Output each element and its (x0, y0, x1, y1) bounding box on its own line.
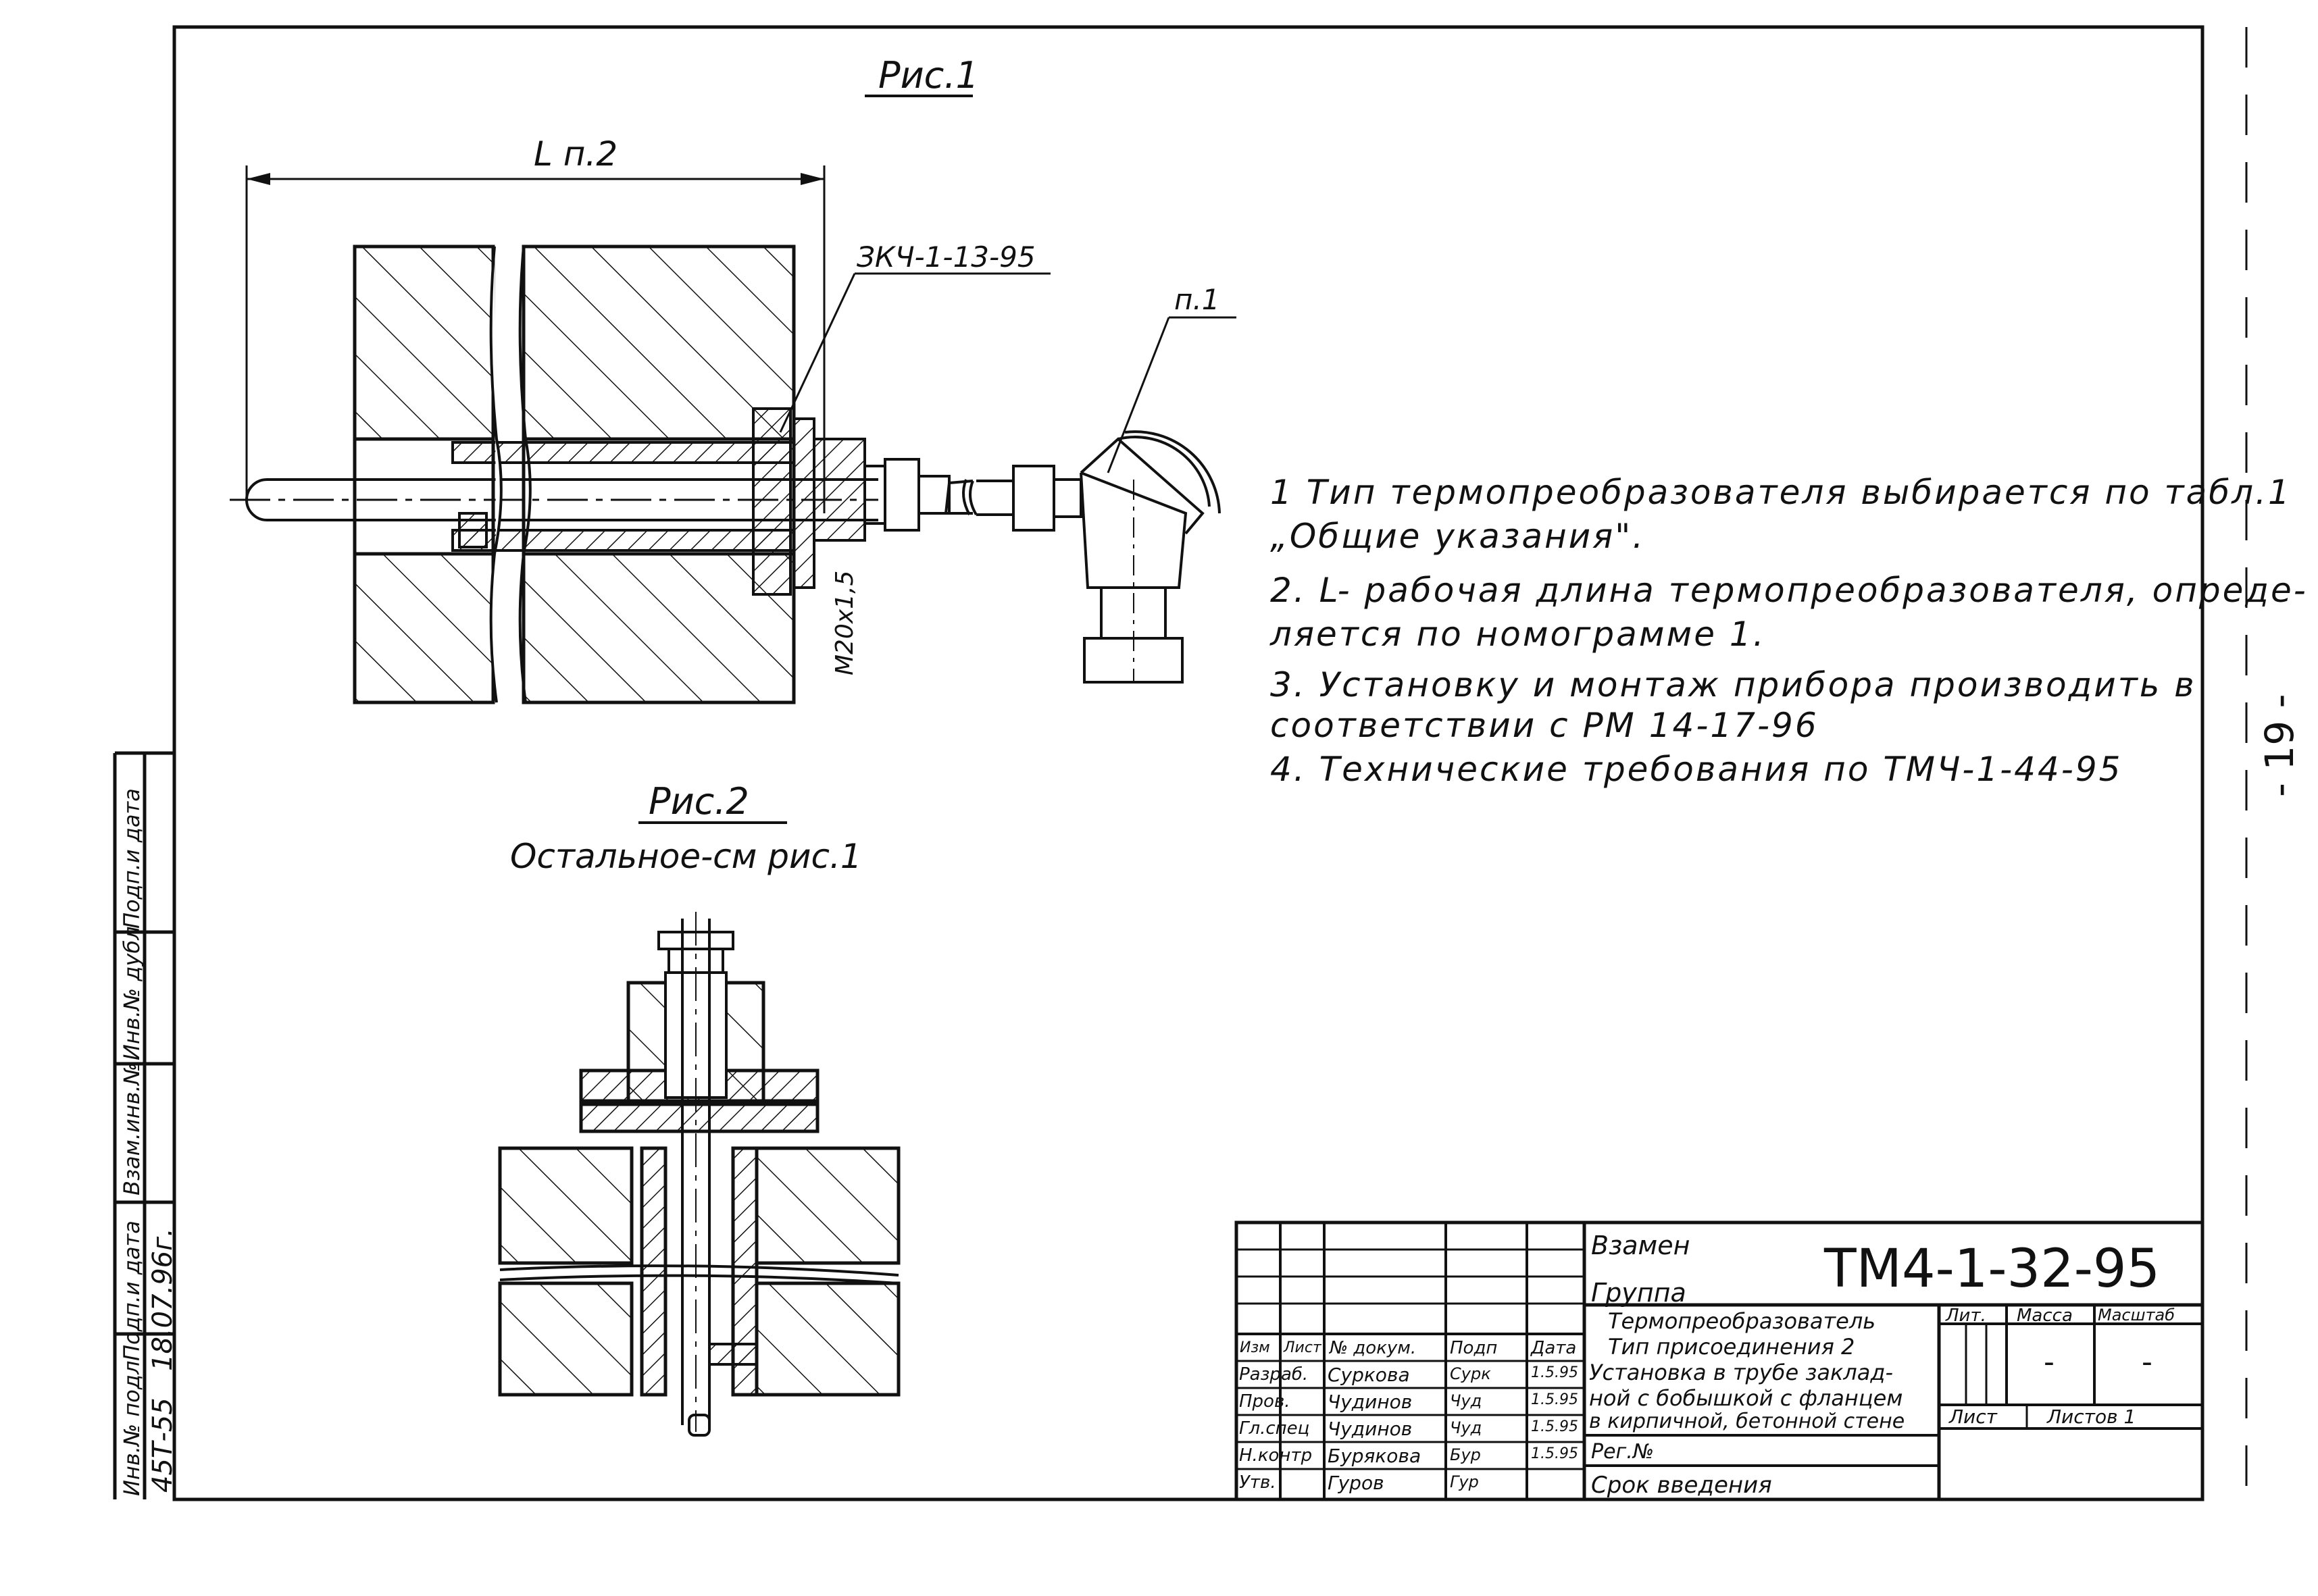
tb-row-sign: Сурк (1450, 1364, 1491, 1383)
tb-mass-label: Масса (2017, 1306, 2073, 1326)
tb-row-role: Пров. (1239, 1391, 1290, 1412)
tb-title-line-1: Термопреобразователь (1608, 1308, 1876, 1334)
note-line-7: 4. Технические требования по ТМЧ-1-44-95 (1270, 750, 2123, 789)
tb-col-sign: Подп (1450, 1338, 1498, 1358)
tb-intro-label: Срок введения (1591, 1472, 1772, 1499)
fig2-subtitle: Остальное-см рис.1 (510, 837, 862, 876)
note-line-6: соответствии с РМ 14-17-96 (1270, 706, 1819, 745)
tb-row-name: Чудинов (1328, 1391, 1413, 1413)
tb-row-name: Гуров (1328, 1472, 1384, 1494)
tb-row-sign: Бур (1450, 1445, 1481, 1464)
tb-scale-label: Масштаб (2098, 1306, 2175, 1324)
tb-row-role: Гл.спец (1239, 1418, 1310, 1439)
tb-row-sign: Чуд (1450, 1391, 1482, 1410)
tb-col-docnum: № докум. (1330, 1338, 1417, 1358)
note-line-2: „Общие указания". (1270, 517, 1646, 556)
tb-title-line-4: ной с бобышкой с фланцем (1589, 1385, 1903, 1411)
tb-mass-value: - (2044, 1345, 2055, 1379)
strip-label-inv-orig: Инв.№ подл (119, 1360, 145, 1496)
tb-row-date: 1.5.95 (1531, 1391, 1578, 1408)
tb-col-sheet: Лист (1284, 1339, 1321, 1356)
tb-title-line-3: Установка в трубе заклад- (1589, 1360, 1894, 1385)
strip-label-sign-date-1: Подп.и дата (119, 1220, 145, 1361)
tb-col-date: Дата (1531, 1338, 1577, 1358)
tb-row-name: Чудинов (1328, 1418, 1413, 1440)
title-block (1234, 1220, 2204, 1501)
fig1-ref-zku: ЗКЧ-1-13-95 (857, 240, 1036, 274)
tb-row-date: 1.5.95 (1531, 1418, 1578, 1435)
tb-row-role: Разраб. (1239, 1364, 1309, 1385)
tb-reg-label: Рег.№ (1591, 1440, 1655, 1464)
tb-sheets-label: Листов 1 (2047, 1406, 2136, 1428)
tb-replaces-label: Взамен (1591, 1231, 1690, 1260)
tb-row-name: Суркова (1328, 1364, 1410, 1386)
fig1-dimension-label: L п.2 (534, 134, 618, 174)
note-line-3: 2. L- рабочая длина термопреобразователя… (1270, 571, 2308, 610)
note-line-1: 1 Тип термопреобразователя выбирается по… (1270, 473, 2292, 512)
tb-row-name: Бурякова (1328, 1445, 1421, 1467)
fig1-ref-p1: п.1 (1174, 283, 1220, 316)
fig2-title: Рис.2 (649, 780, 749, 823)
strip-label-replace-inv: Взам.инв.№ (119, 1062, 145, 1195)
fig1-title: Рис.1 (878, 54, 979, 97)
tb-designation: ТМ4-1-32-95 (1824, 1239, 2161, 1299)
tb-row-role: Утв. (1239, 1472, 1276, 1493)
strip-label-inv-dup: Инв.№ дубл (119, 926, 145, 1060)
tb-col-change: Изм (1240, 1339, 1270, 1356)
tb-lit-label: Лит. (1946, 1306, 1986, 1326)
tb-group-label: Группа (1591, 1278, 1686, 1308)
tb-title-line-5: в кирпичной, бетонной стене (1589, 1410, 1905, 1433)
tb-sheet-label: Лист (1949, 1406, 1997, 1428)
fig1-thread-label: М20х1,5 (831, 571, 859, 675)
strip-value-inv: 45Т-55 (147, 1397, 178, 1493)
tb-title-line-2: Тип присоединения 2 (1608, 1334, 1855, 1360)
figure-2: Рис.2 Остальное-см рис.1 (498, 780, 901, 1437)
note-line-4: ляется по номограмме 1. (1270, 615, 1766, 654)
tb-row-role: Н.контр (1239, 1445, 1313, 1466)
strip-value-date: 18.07.96г. (147, 1228, 178, 1371)
tb-row-sign: Гур (1450, 1472, 1479, 1491)
sheet-frame (113, 25, 2204, 1501)
page-number: - 19 - (2257, 694, 2302, 797)
tb-scale-value: - (2142, 1345, 2152, 1379)
tb-row-date: 1.5.95 (1531, 1445, 1578, 1462)
tb-row-date: 1.5.95 (1531, 1364, 1578, 1381)
tb-row-sign: Чуд (1450, 1418, 1482, 1437)
figure-1: Рис.1 L п.2 (230, 54, 1236, 704)
note-line-5: 3. Установку и монтаж прибора производит… (1270, 665, 2196, 704)
strip-label-sign-date-2: Подп.и дата (119, 788, 145, 929)
